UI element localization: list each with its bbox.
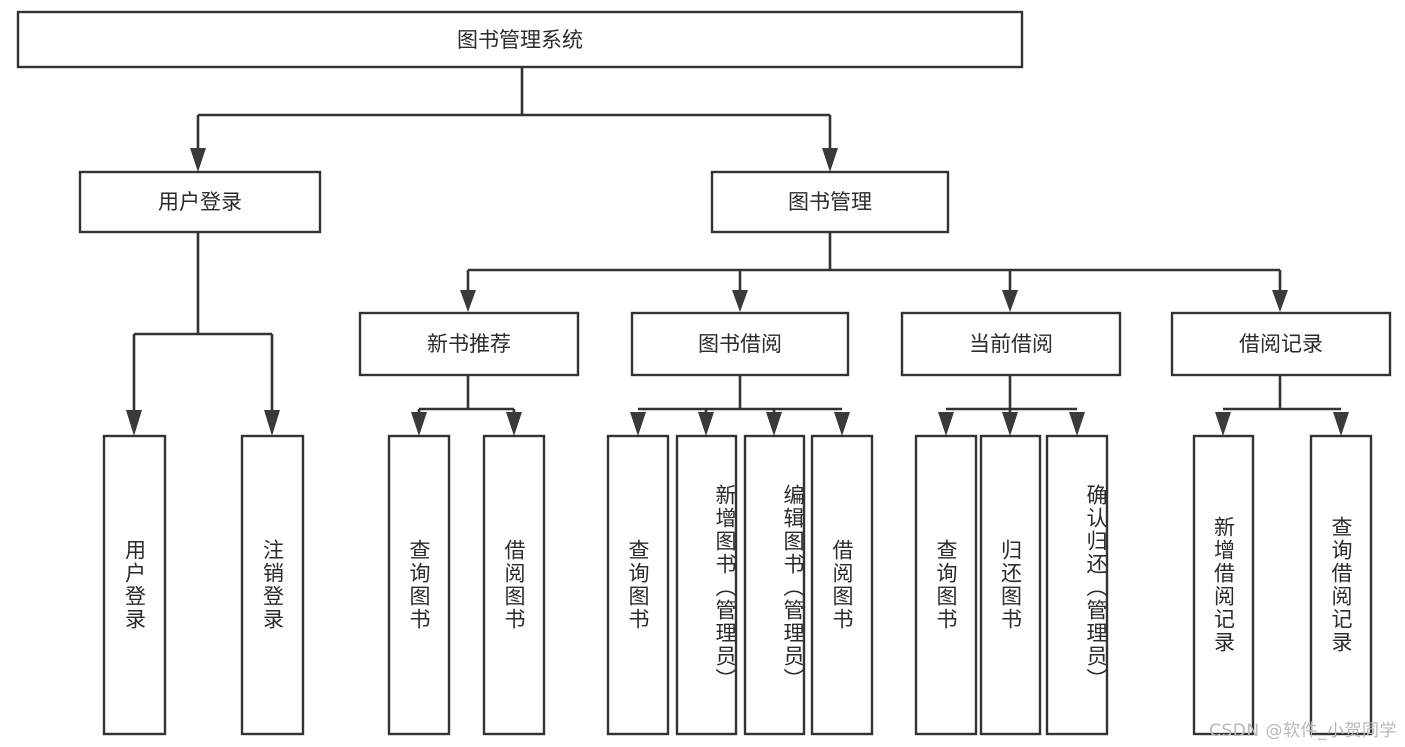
node-leaf-add-book-box[interactable] — [675, 434, 738, 736]
node-leaf-query-book-1-box[interactable] — [387, 434, 451, 736]
connector-borrow-record-to-leaves — [1215, 375, 1349, 436]
node-leaf-user-login-box[interactable] — [102, 434, 167, 736]
arrow-head-leaf-query-record — [1333, 412, 1349, 436]
node-user-login-box[interactable] — [78, 170, 322, 234]
node-book-borrow[interactable]: 图书借阅 — [630, 311, 850, 377]
node-leaf-logout-box[interactable] — [240, 434, 305, 736]
node-borrow-record[interactable]: 借阅记录 — [1170, 311, 1392, 377]
node-root[interactable]: 图书管理系统 — [16, 10, 1024, 69]
arrow-head-leaf-return-book — [1002, 412, 1018, 436]
arrow-head-leaf-borrow-book-1 — [506, 412, 522, 436]
node-borrow-record-label: 借阅记录 — [1239, 332, 1323, 356]
node-leaf-query-book-3-box[interactable] — [914, 434, 978, 736]
arrow-head-leaf-add-book — [698, 412, 714, 436]
watermark-text: CSDN @软件_小贺同学 — [1209, 721, 1397, 741]
arrow-head-leaf-user-login — [126, 410, 142, 436]
node-leaf-return-book-box[interactable] — [979, 434, 1042, 736]
node-book-manage-box[interactable] — [710, 170, 950, 234]
arrow-head-leaf-edit-book — [766, 412, 782, 436]
node-new-book-recommend-label: 新书推荐 — [427, 332, 511, 356]
node-leaf-add-record-box[interactable] — [1192, 434, 1255, 736]
node-user-login[interactable]: 用户登录 — [78, 170, 322, 234]
node-leaf-query-book-2-box[interactable] — [606, 434, 670, 736]
arrow-head-leaf-confirm-return — [1069, 412, 1085, 436]
node-leaf-confirm-return-box[interactable] — [1045, 434, 1109, 736]
node-book-borrow-label: 图书借阅 — [698, 332, 782, 356]
node-leaf-query-record-box[interactable] — [1309, 434, 1373, 736]
node-leaf-borrow-book-1-box[interactable] — [482, 434, 546, 736]
connector-book-borrow-to-leaves — [630, 375, 850, 436]
connector-current-borrow-to-leaves — [938, 375, 1085, 436]
node-book-borrow-box[interactable] — [630, 311, 850, 377]
arrow-head-leaf-query-book-2 — [630, 412, 646, 436]
arrow-head-leaf-logout — [264, 410, 280, 436]
connector-book-manage-to-level3 — [460, 232, 1288, 312]
connector-new-book-recommend-to-leaves — [411, 375, 522, 436]
arrow-head-book-manage — [822, 148, 838, 172]
arrow-head-book-borrow — [732, 290, 748, 312]
arrow-head-leaf-query-book-1 — [411, 412, 427, 436]
node-root-box[interactable] — [16, 10, 1024, 69]
connector-user-login-to-leaves — [126, 232, 280, 436]
node-new-book-recommend-box[interactable] — [358, 311, 580, 377]
node-current-borrow-label: 当前借阅 — [969, 332, 1053, 356]
node-new-book-recommend[interactable]: 新书推荐 — [358, 311, 580, 377]
connector-root-to-level2 — [190, 67, 838, 172]
arrow-head-new-book-recommend — [460, 290, 476, 312]
arrow-head-user-login — [190, 148, 206, 172]
node-book-manage-label: 图书管理 — [788, 190, 872, 214]
arrow-head-leaf-add-record — [1215, 412, 1231, 436]
arrow-head-leaf-borrow-book-2 — [834, 412, 850, 436]
node-book-manage[interactable]: 图书管理 — [710, 170, 950, 234]
node-leaf-edit-book-box[interactable] — [743, 434, 806, 736]
arrow-head-leaf-query-book-3 — [938, 412, 954, 436]
node-user-login-label: 用户登录 — [158, 190, 242, 214]
node-current-borrow[interactable]: 当前借阅 — [900, 311, 1122, 377]
node-root-label: 图书管理系统 — [457, 28, 583, 52]
node-leaf-borrow-book-2-box[interactable] — [810, 434, 874, 736]
arrow-head-current-borrow — [1002, 290, 1018, 312]
node-current-borrow-box[interactable] — [900, 311, 1122, 377]
arrow-head-borrow-record — [1272, 290, 1288, 312]
node-borrow-record-box[interactable] — [1170, 311, 1392, 377]
